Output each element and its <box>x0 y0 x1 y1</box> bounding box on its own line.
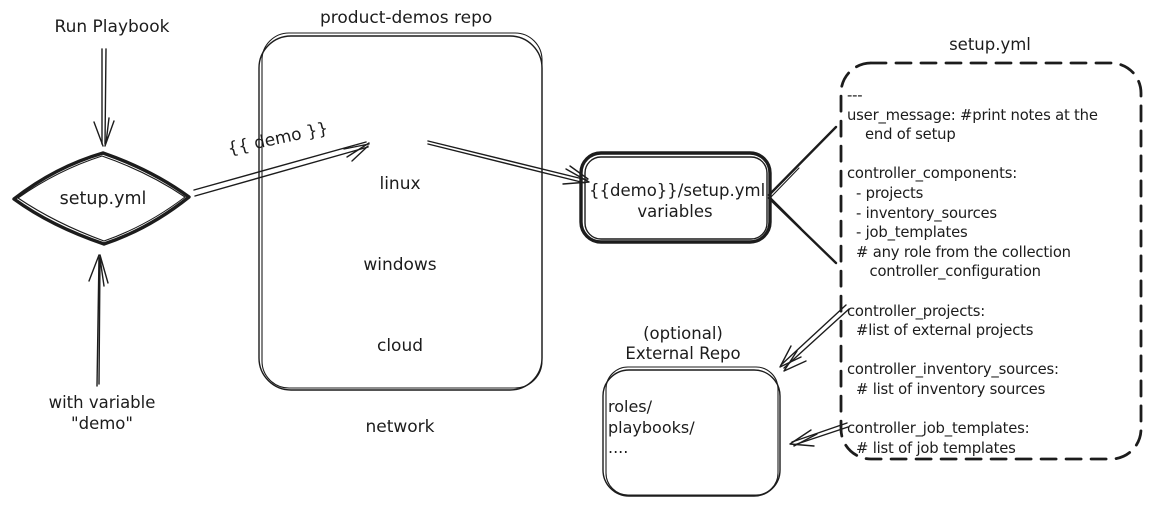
external-repo-content: roles/ playbooks/ .... <box>608 397 695 457</box>
fork-lines <box>767 125 838 265</box>
product-demos-title: product-demos repo <box>320 8 493 28</box>
repo-item-windows: windows <box>363 254 437 275</box>
diamond-label: setup.yml <box>59 189 147 209</box>
product-demos-box <box>258 32 543 391</box>
with-variable-arrow <box>88 254 109 387</box>
repo-item-ellipsis: ... <box>330 489 470 505</box>
variables-box-label: {{demo}}/setup.yml variables <box>589 181 766 221</box>
setup-yml-title: setup.yml <box>949 35 1031 54</box>
external-repo-box <box>602 366 781 497</box>
projects-arrow <box>779 304 850 372</box>
setup-yml-box <box>839 61 1143 461</box>
repo-item-linux: linux <box>379 173 421 194</box>
external-repo-label: (optional) External Repo <box>625 324 741 363</box>
repo-items: linux windows cloud network ... <box>330 122 470 505</box>
run-playbook-arrow <box>93 48 115 147</box>
templates-arrow <box>789 422 849 447</box>
setup-diamond <box>12 151 191 246</box>
demo-arrow <box>193 141 370 197</box>
setup-yml-content: --- user_message: #print notes at the en… <box>847 87 1098 457</box>
run-playbook-label: Run Playbook <box>54 17 170 37</box>
repo-item-network: network <box>365 416 435 437</box>
with-variable-label: with variable "demo" <box>48 393 156 433</box>
repo-item-cloud: cloud <box>376 335 424 356</box>
